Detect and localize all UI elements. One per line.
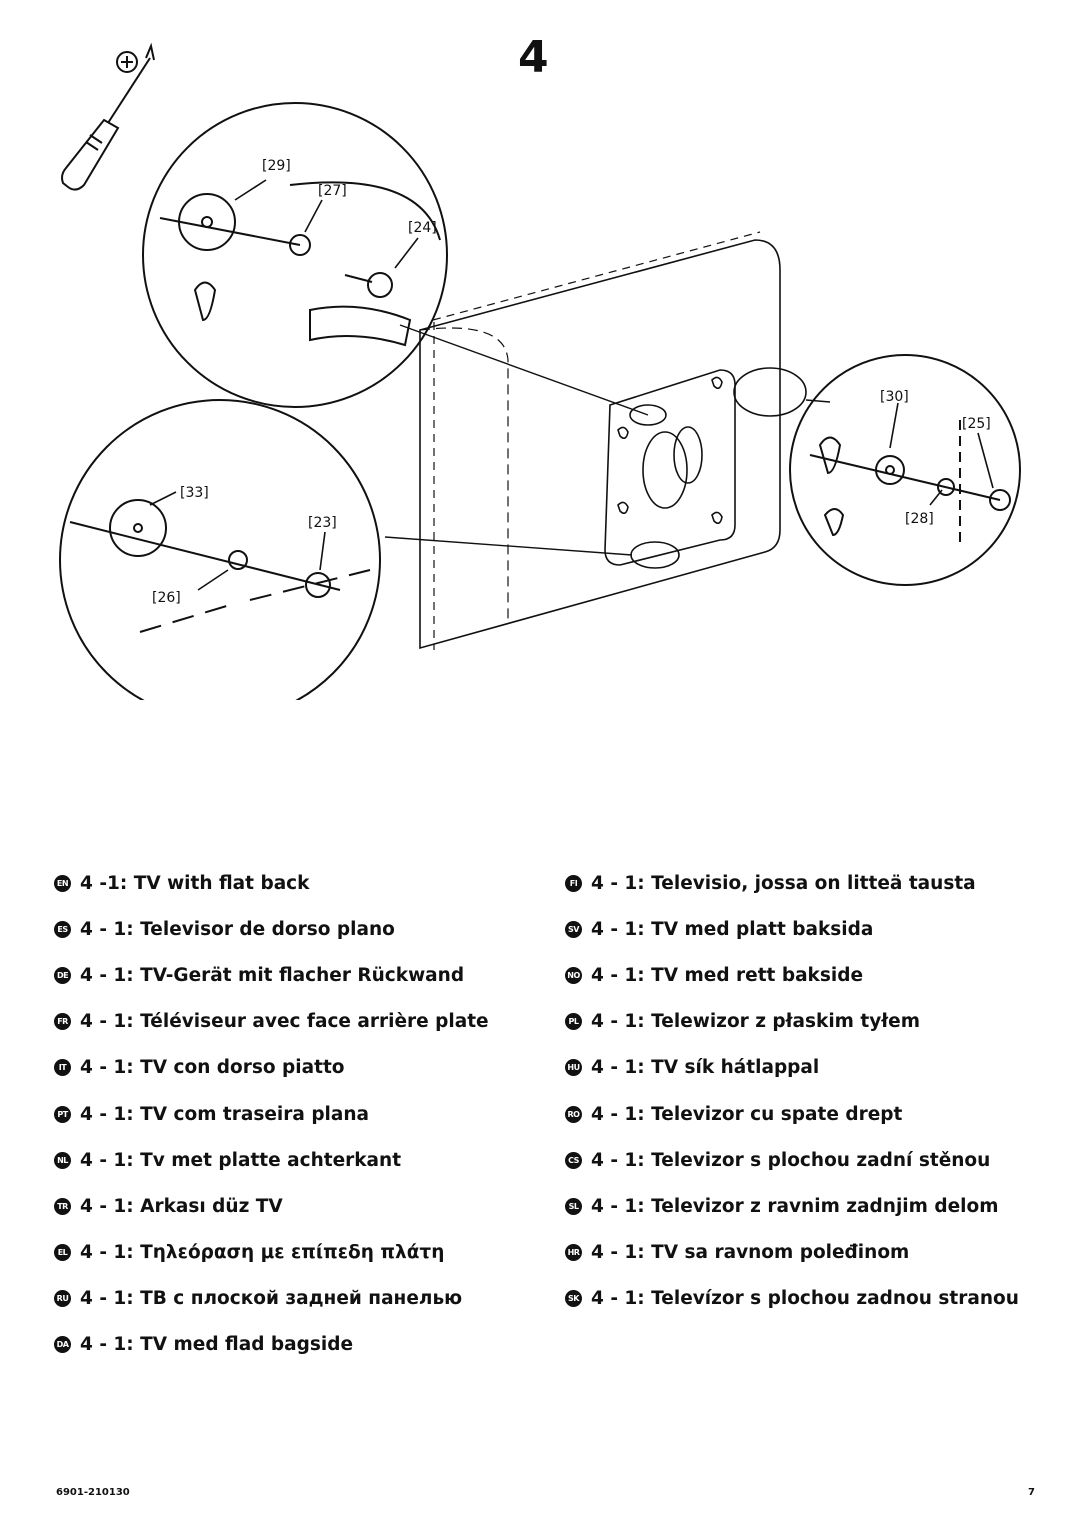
- instruction-text: 4 - 1: Tv met platte achterkant: [80, 1149, 402, 1171]
- language-badge: NO: [565, 966, 582, 984]
- language-badge: PT: [54, 1105, 71, 1123]
- language-badge: DA: [54, 1336, 71, 1354]
- language-badge: FI: [565, 874, 582, 892]
- language-badge: SV: [565, 920, 582, 938]
- callout-23: [23]: [308, 515, 337, 531]
- callout-25: [25]: [962, 416, 991, 432]
- instruction-text: 4 - 1: Arkası düz TV: [80, 1195, 283, 1217]
- callout-28: [28]: [905, 511, 934, 527]
- instruction-row: CS 4 - 1: Televizor s plochou zadní stěno…: [565, 1137, 1019, 1183]
- instruction-text: 4 -1: TV with flat back: [80, 872, 310, 894]
- instruction-text: 4 - 1: Televizor cu spate drept: [591, 1103, 903, 1125]
- instruction-text: 4 - 1: TV med rett bakside: [591, 964, 863, 986]
- instruction-row: ES 4 - 1: Televisor de dorso plano: [54, 906, 489, 952]
- callout-27: [27]: [318, 183, 347, 199]
- detail-top: [142, 102, 448, 408]
- language-badge: EL: [54, 1244, 71, 1262]
- instruction-text: 4 - 1: TV con dorso piatto: [80, 1057, 345, 1079]
- instruction-row: PL 4 - 1: Telewizor z płaskim tyłem: [565, 999, 1019, 1045]
- instruction-text: 4 - 1: Telewizor z płaskim tyłem: [591, 1011, 920, 1033]
- language-badge: NL: [54, 1151, 71, 1169]
- language-badge: SK: [565, 1290, 582, 1308]
- instruction-row: DE 4 - 1: TV-Gerät mit flacher Rückwand: [54, 952, 489, 998]
- instruction-text: 4 - 1: Televizor s plochou zadní stěnou: [591, 1149, 991, 1171]
- instruction-text: 4 - 1: TV com traseira plana: [80, 1103, 370, 1125]
- instruction-text: 4 - 1: TV-Gerät mit flacher Rückwand: [80, 964, 465, 986]
- detail-right: [789, 354, 1021, 586]
- callout-30: [30]: [880, 389, 909, 405]
- instruction-row: IT 4 - 1: TV con dorso piatto: [54, 1045, 489, 1091]
- step-number: 4: [518, 32, 549, 83]
- instruction-row: RU 4 - 1: ТВ с плоской задней панелью: [54, 1276, 489, 1322]
- instruction-row: HU 4 - 1: TV sík hátlappal: [565, 1045, 1019, 1091]
- language-badge: TR: [54, 1197, 71, 1215]
- callout-29: [29]: [262, 158, 291, 174]
- instruction-row: EL 4 - 1: Τηλεόραση με επίπεδη πλάτη: [54, 1230, 489, 1276]
- instruction-row: FI 4 - 1: Televisio, jossa on litteä taus…: [565, 860, 1019, 906]
- language-badge: HU: [565, 1059, 582, 1077]
- instruction-text: 4 - 1: Televisio, jossa on litteä tausta: [591, 872, 976, 894]
- instruction-row: PT 4 - 1: TV com traseira plana: [54, 1091, 489, 1137]
- instruction-text: 4 - 1: Τηλεόραση με επίπεδη πλάτη: [80, 1242, 445, 1264]
- language-badge: CS: [565, 1151, 582, 1169]
- language-badge: DE: [54, 966, 71, 984]
- instruction-row: TR 4 - 1: Arkası düz TV: [54, 1183, 489, 1229]
- wall-plate: [604, 367, 807, 569]
- callout-26: [26]: [152, 590, 181, 606]
- language-badge: HR: [565, 1244, 582, 1262]
- instructions-right: FI 4 - 1: Televisio, jossa on litteä taus…: [565, 860, 1019, 1322]
- instruction-text: 4 - 1: Televízor s plochou zadnou strano…: [591, 1288, 1019, 1310]
- instruction-text: 4 - 1: Téléviseur avec face arrière plat…: [80, 1011, 489, 1033]
- language-badge: FR: [54, 1013, 71, 1031]
- language-badge: RU: [54, 1290, 71, 1308]
- language-badge: SL: [565, 1197, 582, 1215]
- instructions-left: EN 4 -1: TV with flat back ES 4 - 1: Telev…: [54, 860, 489, 1368]
- instruction-row: FR 4 - 1: Téléviseur avec face arrière pl…: [54, 999, 489, 1045]
- instruction-row: SV 4 - 1: TV med platt baksida: [565, 906, 1019, 952]
- instruction-row: NL 4 - 1: Tv met platte achterkant: [54, 1137, 489, 1183]
- screwdriver-icon: [61, 42, 155, 191]
- page-number: 7: [1028, 1487, 1035, 1498]
- detail-left: [59, 399, 381, 700]
- language-badge: PL: [565, 1013, 582, 1031]
- instruction-row: HR 4 - 1: TV sa ravnom poleđinom: [565, 1230, 1019, 1276]
- instruction-text: 4 - 1: TV sík hátlappal: [591, 1057, 820, 1079]
- instruction-text: 4 - 1: TV med flad bagside: [80, 1334, 354, 1356]
- assembly-illustration: [29] [27] [24] [33] [23] [26] [30] [25] …: [59, 42, 1021, 700]
- language-badge: IT: [54, 1059, 71, 1077]
- tv-panel: [419, 231, 781, 650]
- instruction-text: 4 - 1: Televisor de dorso plano: [80, 918, 395, 940]
- instruction-text: 4 - 1: Televizor z ravnim zadnjim delom: [591, 1195, 999, 1217]
- language-badge: ES: [54, 920, 71, 938]
- language-badge: RO: [565, 1105, 582, 1123]
- instruction-text: 4 - 1: ТВ с плоской задней панелью: [80, 1288, 463, 1310]
- instruction-row: SK 4 - 1: Televízor s plochou zadnou stra…: [565, 1276, 1019, 1322]
- instruction-row: DA 4 - 1: TV med flad bagside: [54, 1322, 489, 1368]
- instruction-row: EN 4 -1: TV with flat back: [54, 860, 489, 906]
- instruction-text: 4 - 1: TV med platt baksida: [591, 918, 874, 940]
- language-badge: EN: [54, 874, 71, 892]
- instruction-text: 4 - 1: TV sa ravnom poleđinom: [591, 1242, 910, 1264]
- document-code: 6901-210130: [56, 1487, 130, 1498]
- callout-24: [24]: [408, 220, 437, 236]
- callout-33: [33]: [180, 485, 209, 501]
- instruction-row: NO 4 - 1: TV med rett bakside: [565, 952, 1019, 998]
- instruction-row: SL 4 - 1: Televizor z ravnim zadnjim delo…: [565, 1183, 1019, 1229]
- instruction-row: RO 4 - 1: Televizor cu spate drept: [565, 1091, 1019, 1137]
